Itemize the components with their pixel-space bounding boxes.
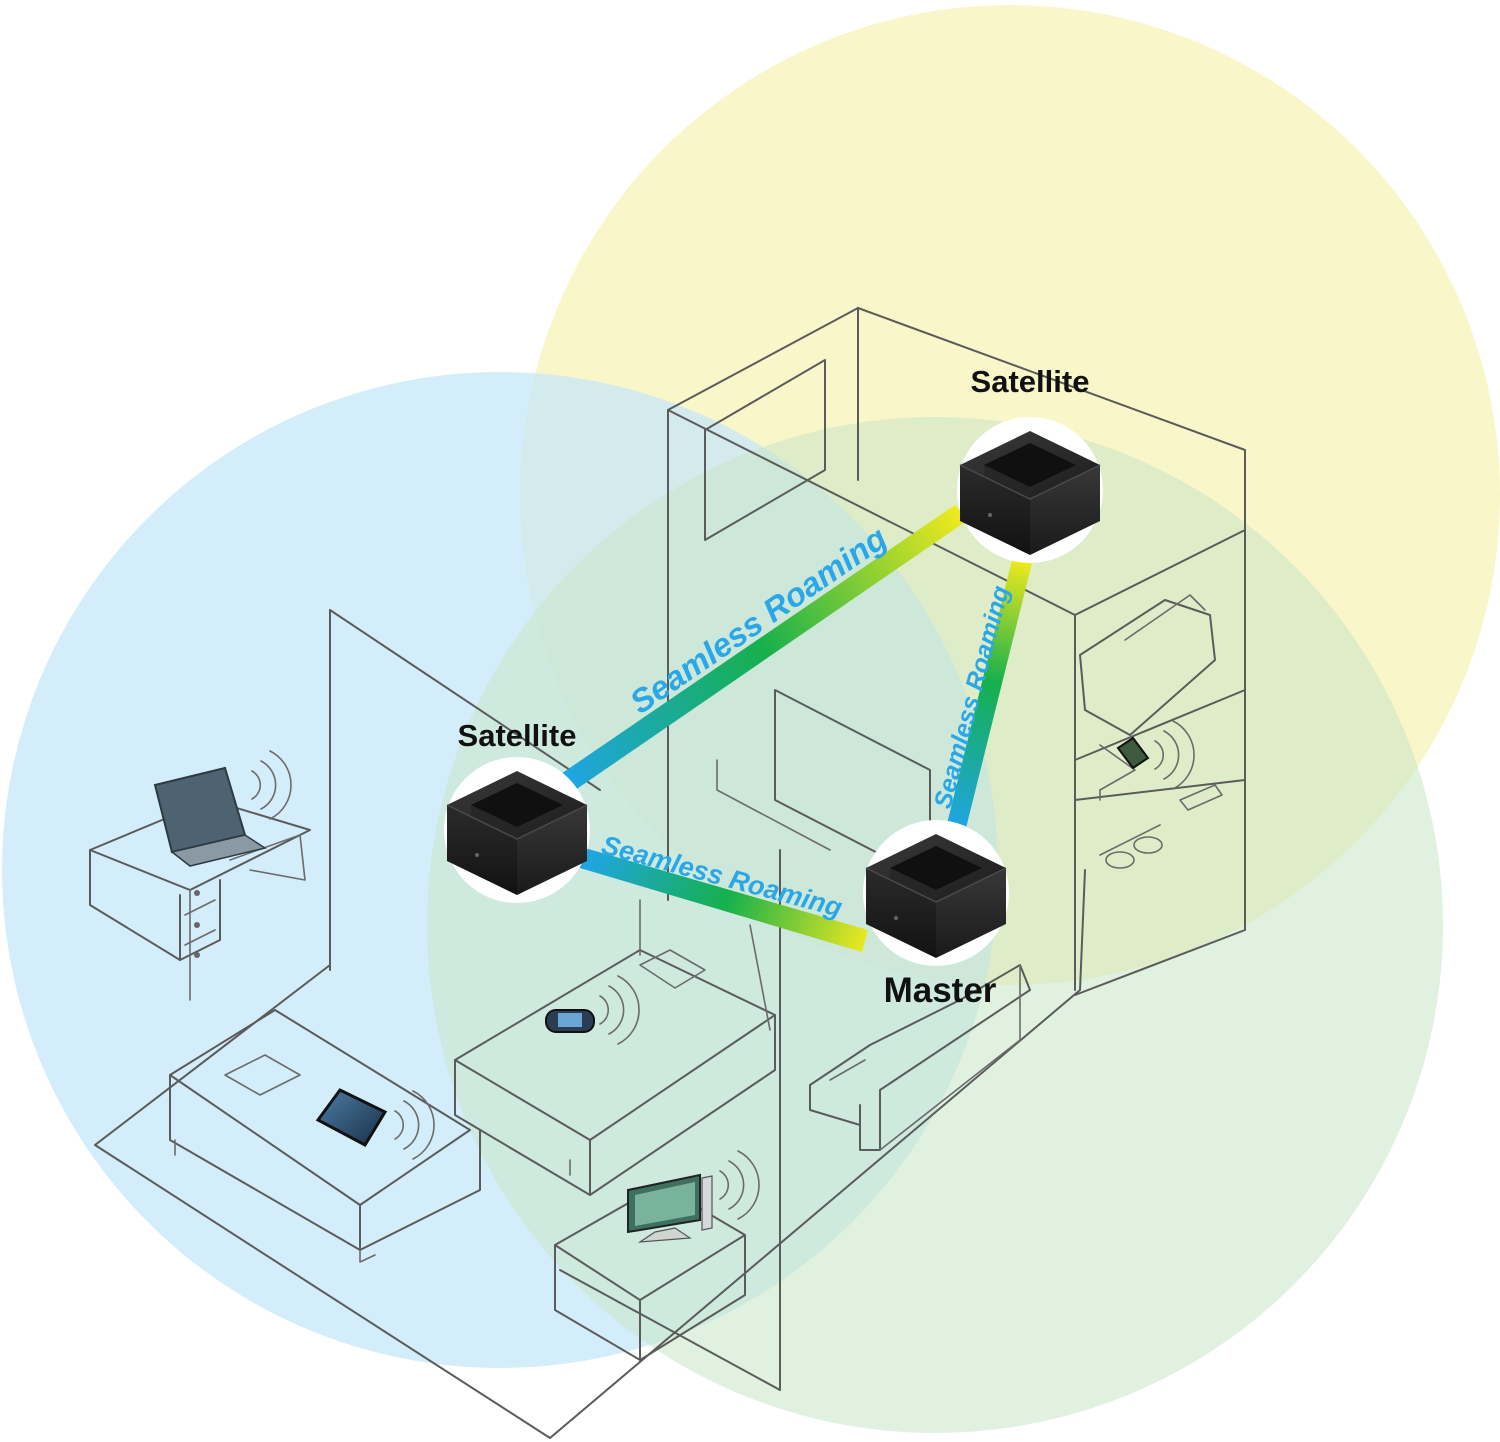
game-console-icon	[545, 975, 640, 1045]
node-label-master: Master	[884, 971, 997, 1010]
tablet-icon	[315, 1088, 435, 1160]
link-top-to-left	[555, 505, 968, 795]
house-outline	[89, 307, 1246, 1439]
node-label-satellite-left: Satellite	[458, 718, 577, 753]
link-top-to-master	[946, 560, 1032, 832]
monitor-icon	[627, 1150, 760, 1243]
phone-icon	[1116, 720, 1195, 790]
laptop-icon	[153, 750, 292, 867]
coverage-areas	[2, 5, 1500, 1433]
client-devices	[153, 720, 1195, 1243]
node-satellite-top: Satellite	[957, 364, 1103, 563]
node-label-satellite-top: Satellite	[971, 364, 1090, 399]
node-master: Master	[863, 820, 1009, 1010]
node-satellite-left: Satellite	[444, 718, 590, 903]
link-left-to-master	[580, 848, 868, 952]
